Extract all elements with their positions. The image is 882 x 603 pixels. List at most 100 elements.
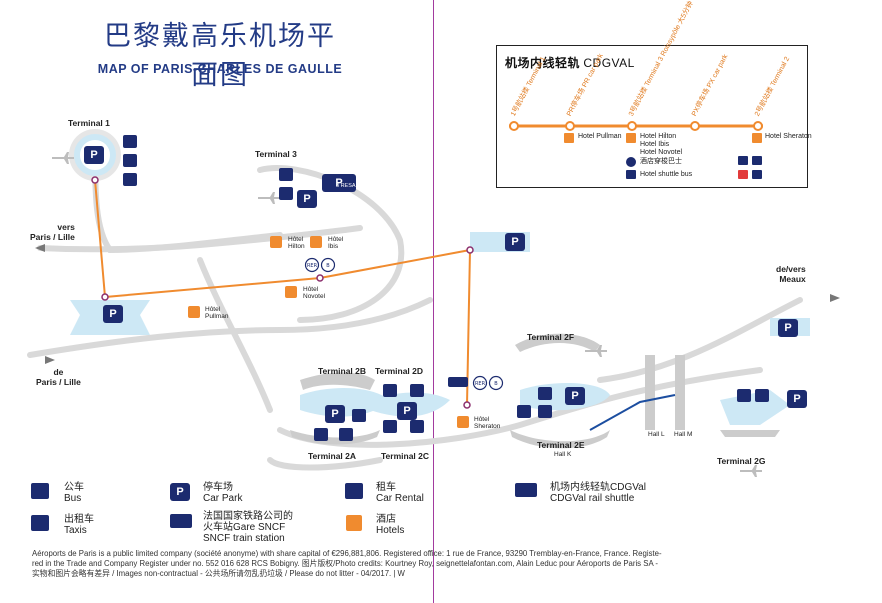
rail-shuttle-icon bbox=[515, 483, 537, 497]
parking-pw-icon: P bbox=[778, 319, 798, 337]
legend-sncf-cn: 法国国家铁路公司的 火车站Gare SNCF bbox=[203, 511, 293, 533]
fold-line bbox=[433, 0, 434, 603]
cdgval-hotel-pullman: Hotel Pullman bbox=[578, 133, 622, 140]
hotel-icon bbox=[285, 286, 297, 298]
legend-taxi-cn: 出租车 bbox=[64, 514, 94, 525]
cdgval-hotels-terminal3: Hotel Hilton Hotel Ibis Hotel Novotel bbox=[640, 133, 683, 156]
hotel-icon bbox=[346, 515, 362, 531]
taxi-icon bbox=[279, 187, 293, 200]
legend-sncf-en: SNCF train station bbox=[203, 533, 285, 544]
terminal1-label: Terminal 1 bbox=[68, 118, 110, 128]
road-east bbox=[597, 297, 803, 383]
car-rental-icon bbox=[123, 135, 137, 148]
road-west-lower bbox=[27, 297, 433, 358]
terminal-buildings bbox=[290, 333, 780, 449]
legend-rental-cn: 租车 bbox=[376, 482, 396, 493]
footer-legal: Aéroports de Paris is a public limited c… bbox=[32, 549, 852, 579]
cdgval-line-diagram bbox=[509, 121, 763, 179]
terminal2d-label: Terminal 2D bbox=[375, 366, 424, 376]
road-terminal3-loop bbox=[257, 165, 405, 323]
direction-arrows bbox=[35, 244, 840, 364]
parking-pg-icon: P bbox=[787, 390, 807, 408]
footer-line-1: Aéroports de Paris is a public limited c… bbox=[32, 549, 662, 558]
parking-pef-icon: P bbox=[565, 387, 585, 405]
bus-icon bbox=[737, 389, 751, 402]
terminal2c-label: Terminal 2C bbox=[381, 451, 430, 461]
terminal2a-label: Terminal 2A bbox=[308, 451, 357, 461]
hotel-novotel-label: Hôtel Novotel bbox=[303, 286, 326, 300]
cdgval-title: 机场内线轻轨 CDGVAL bbox=[505, 56, 635, 70]
terminal2b-label: Terminal 2B bbox=[318, 366, 367, 376]
bus-icon bbox=[31, 483, 49, 499]
bus-icon bbox=[383, 384, 397, 397]
parking-terminal3-icon: P bbox=[297, 190, 317, 208]
bus-icon bbox=[383, 420, 397, 433]
hotel-icon bbox=[188, 306, 200, 318]
parking-icon: P bbox=[170, 483, 190, 501]
hotel-ibis-label: Hôtel Ibis bbox=[328, 236, 344, 250]
car-rental-icon bbox=[410, 384, 424, 397]
svg-text:RER: RER bbox=[307, 263, 318, 269]
map-title-english: MAP OF PARIS-CHARLES DE GAULLE bbox=[97, 62, 343, 76]
map-title-chinese: 巴黎戴高乐机场平面图 bbox=[104, 21, 336, 91]
road-central bbox=[197, 257, 273, 413]
hotel-hilton-label: Hôtel Hilton bbox=[288, 236, 305, 250]
terminal2e-shuttle-line bbox=[589, 394, 676, 431]
terminal2f-label: Terminal 2F bbox=[527, 332, 575, 342]
legend-hotel-en: Hotels bbox=[376, 525, 405, 536]
hall-m-label: Hall M bbox=[674, 431, 693, 438]
svg-text:RER: RER bbox=[475, 381, 486, 387]
hall-l-label: Hall L bbox=[648, 431, 665, 438]
car-rental-icon bbox=[352, 409, 366, 422]
hotel-pullman-label: Hôtel Pullman bbox=[205, 306, 229, 320]
vers-paris-label: vers Paris / Lille bbox=[30, 222, 75, 242]
train-icon bbox=[170, 514, 192, 528]
taxi-icon bbox=[755, 389, 769, 402]
parking-resa-icon: P bbox=[322, 174, 356, 192]
cdgval-shuttle-note-en: Hotel shuttle bus bbox=[640, 171, 693, 178]
taxi-icon bbox=[339, 428, 353, 441]
parking-icon-terminal1: P bbox=[84, 146, 104, 164]
bus-icon bbox=[538, 387, 552, 400]
resa-label: 3 RESA bbox=[336, 183, 356, 189]
parking-pcd-icon: P bbox=[397, 402, 417, 420]
hotel-icon bbox=[270, 236, 282, 248]
taxi-icon bbox=[410, 420, 424, 433]
car-rental-icon bbox=[538, 405, 552, 418]
taxi-icon bbox=[517, 405, 531, 418]
de-paris-label: de Paris / Lille bbox=[36, 367, 81, 387]
terminal3-label: Terminal 3 bbox=[255, 149, 297, 159]
parking-px-icon: P bbox=[505, 233, 525, 251]
legend-carpark-cn: 停车场 bbox=[203, 482, 233, 493]
hotel-icon bbox=[457, 416, 469, 428]
svg-text:B: B bbox=[494, 381, 498, 387]
road-west-upper bbox=[37, 225, 363, 253]
parking-pr-icon: P bbox=[103, 305, 123, 323]
hotel-icon bbox=[310, 236, 322, 248]
legend-cdgval-cn: 机场内线轻轨CDGVal bbox=[550, 482, 646, 493]
footer-line-2: red in the Trade and Company Register un… bbox=[32, 559, 658, 568]
footer-line-3: 实物和图片会略有差异 / Images non-contractual - 公共… bbox=[32, 569, 405, 578]
taxi-icon bbox=[123, 173, 137, 186]
taxi-icon bbox=[31, 515, 49, 531]
legend-carpark-en: Car Park bbox=[203, 493, 243, 504]
parking-pab-icon: P bbox=[325, 405, 345, 423]
bus-icon bbox=[279, 168, 293, 181]
road-lower-loop bbox=[267, 457, 383, 471]
terminal2e-label: Terminal 2E bbox=[537, 440, 585, 450]
legend-bus-en: Bus bbox=[64, 493, 82, 504]
hotel-sheraton-label: Hôtel Sheraton bbox=[474, 416, 501, 430]
plane-icons bbox=[52, 152, 762, 477]
hall-k-label: Hall K bbox=[554, 451, 572, 458]
cdgval-hotel-sheraton: Hotel Sheraton bbox=[765, 133, 812, 140]
meaux-label: de/vers Meaux bbox=[776, 264, 806, 284]
cdgval-shuttle-note-cn: 酒店穿梭巴士 bbox=[640, 158, 682, 165]
legend-hotel-cn: 酒店 bbox=[376, 514, 396, 525]
car-rental-icon bbox=[345, 483, 363, 499]
legend-rental-en: Car Rental bbox=[376, 493, 424, 504]
legend-bus-cn: 公车 bbox=[64, 482, 84, 493]
cdgval-panel: 机场内线轻轨 CDGVAL 1号航站楼 Terminal 1 PR停车场 bbox=[496, 0, 812, 188]
